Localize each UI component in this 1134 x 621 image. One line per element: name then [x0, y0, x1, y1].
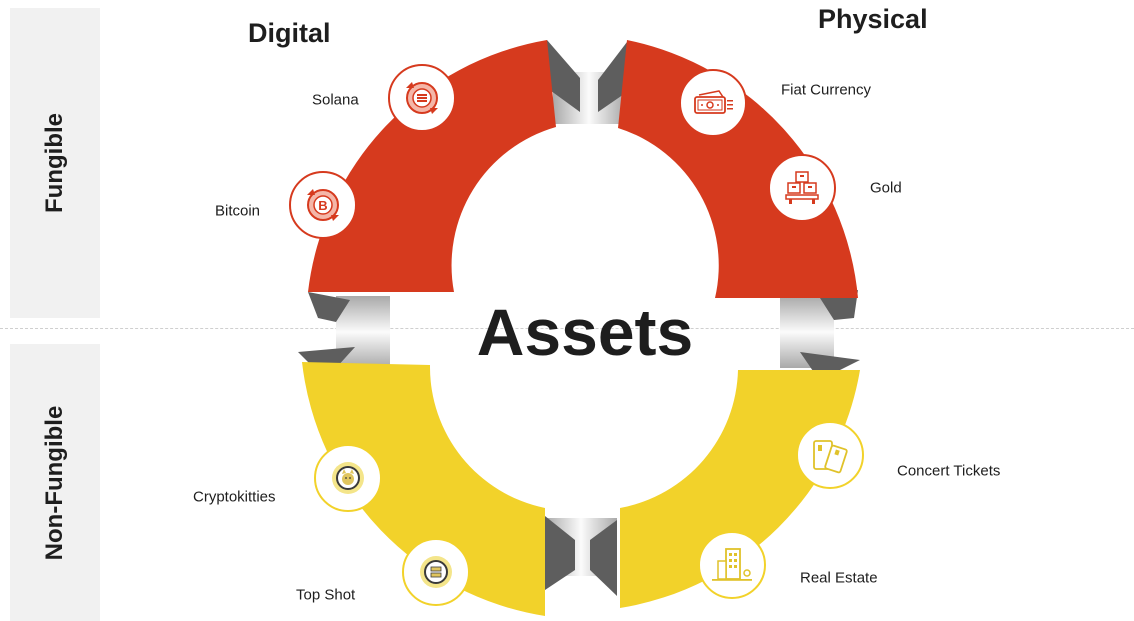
top-shot-token-icon: [420, 556, 452, 588]
segment-shadow: [590, 520, 617, 596]
segment-digital-fungible: [308, 40, 556, 292]
ticket-icon: [813, 440, 848, 474]
fungible-row-panel: Fungible: [10, 8, 100, 318]
segment-shadow: [545, 516, 575, 590]
banknote-icon: [694, 90, 733, 114]
segment-shadow: [598, 42, 627, 112]
segment-shadow: [547, 40, 580, 112]
non-fungible-row-panel: Non-Fungible: [10, 344, 100, 621]
physical-column-heading: Physical: [818, 4, 928, 34]
gold-icon-badge: [768, 154, 836, 222]
concert-tickets-label: Concert Tickets: [897, 462, 1001, 480]
bitcoin-coin-icon: B: [307, 189, 339, 221]
solana-coin-icon: [406, 82, 438, 114]
top-shot-label: Top Shot: [296, 586, 356, 604]
row-divider: [0, 328, 1134, 329]
segment-physical-non-fungible: [620, 370, 860, 608]
fiat-currency-icon-badge: [679, 69, 747, 137]
bitcoin-label: Bitcoin: [215, 202, 261, 220]
real-estate-label: Real Estate: [800, 569, 878, 587]
segment-physical-fungible: [618, 40, 858, 298]
segment-digital-non-fungible: [302, 362, 545, 616]
bitcoin-icon-badge: B: [289, 171, 357, 239]
fiat-currency-label: Fiat Currency: [781, 81, 872, 99]
gold-label: Gold: [870, 179, 902, 197]
solana-icon-badge: [388, 64, 456, 132]
digital-column-heading: Digital: [248, 18, 331, 48]
real-estate-icon-badge: [698, 531, 766, 599]
gold-bars-icon: [785, 171, 819, 204]
svg-text:B: B: [318, 198, 327, 213]
concert-tickets-icon-badge: [796, 421, 864, 489]
cryptokitties-label: Cryptokitties: [193, 488, 276, 506]
segment-shadow: [308, 292, 350, 322]
center-title: Assets: [476, 295, 694, 369]
cryptokitties-icon-badge: [314, 444, 382, 512]
building-icon: [712, 548, 752, 581]
top-shot-icon-badge: [402, 538, 470, 606]
solana-label: Solana: [312, 91, 359, 109]
segment-shadow: [800, 352, 860, 374]
cat-token-icon: [332, 462, 364, 494]
